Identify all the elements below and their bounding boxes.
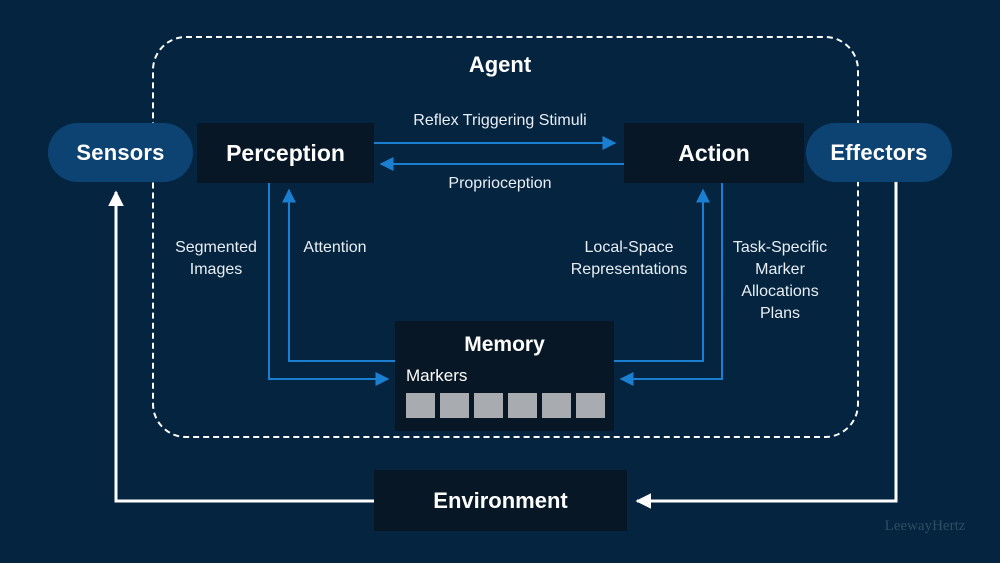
markers-row [395, 386, 614, 418]
marker-cell[interactable] [576, 393, 605, 418]
marker-cell[interactable] [542, 393, 571, 418]
node-action[interactable]: Action [624, 123, 804, 183]
markers-label: Markers [406, 366, 468, 385]
label-attention: Attention [303, 239, 367, 256]
marker-cell[interactable] [406, 393, 435, 418]
watermark: LeewayHertz [884, 518, 966, 534]
node-perception[interactable]: Perception [197, 123, 374, 183]
label-local-space-representations: Local-Space Representations [570, 239, 688, 278]
label-proprioception: Proprioception [448, 175, 552, 192]
node-memory[interactable]: Memory Markers [395, 321, 614, 431]
marker-cell[interactable] [508, 393, 537, 418]
label-segmented-images: Segmented Images [175, 239, 257, 278]
label-reflex-triggering-stimuli: Reflex Triggering Stimuli [413, 112, 587, 129]
label-task-specific-plans: Task-Specific Marker Allocations Plans [732, 239, 828, 322]
memory-title: Memory [464, 333, 545, 356]
marker-cell[interactable] [474, 393, 503, 418]
node-sensors[interactable]: Sensors [48, 123, 193, 182]
node-effectors[interactable]: Effectors [806, 123, 952, 182]
agent-title: Agent [468, 52, 532, 77]
marker-cell[interactable] [440, 393, 469, 418]
node-environment[interactable]: Environment [374, 470, 627, 531]
